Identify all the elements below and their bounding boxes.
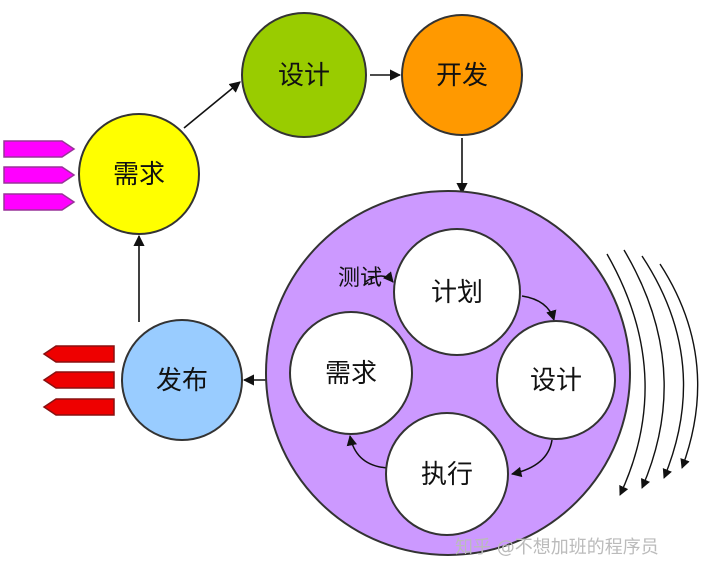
test-step-design: 设计 bbox=[496, 320, 616, 440]
test-step-requirements: 需求 bbox=[289, 311, 413, 435]
test-step-requirements-label: 需求 bbox=[325, 359, 377, 389]
output-arrows bbox=[42, 345, 115, 416]
test-step-plan: 计划 bbox=[393, 228, 521, 356]
inner-cycle-arrows bbox=[346, 271, 557, 478]
test-cycle-label: 测试 bbox=[338, 266, 382, 291]
phase-requirements: 需求 bbox=[78, 113, 200, 235]
phase-release-label: 发布 bbox=[156, 366, 208, 396]
test-step-execute-label: 执行 bbox=[421, 460, 473, 490]
test-cycle-circle bbox=[265, 190, 631, 556]
watermark-text: 知乎 @不想加班的程序员 bbox=[455, 537, 659, 558]
test-step-execute: 执行 bbox=[385, 412, 509, 536]
phase-requirements-label: 需求 bbox=[113, 160, 165, 190]
phase-design: 设计 bbox=[241, 12, 367, 138]
phase-develop-label: 开发 bbox=[436, 61, 488, 91]
test-step-design-label: 设计 bbox=[530, 366, 582, 396]
input-arrows bbox=[3, 140, 76, 211]
rotation-lines bbox=[606, 249, 699, 496]
flow-arrows bbox=[133, 69, 468, 386]
phase-design-label: 设计 bbox=[278, 61, 330, 91]
test-step-plan-label: 计划 bbox=[431, 278, 483, 308]
phase-develop: 开发 bbox=[401, 14, 523, 136]
phase-release: 发布 bbox=[121, 319, 243, 441]
